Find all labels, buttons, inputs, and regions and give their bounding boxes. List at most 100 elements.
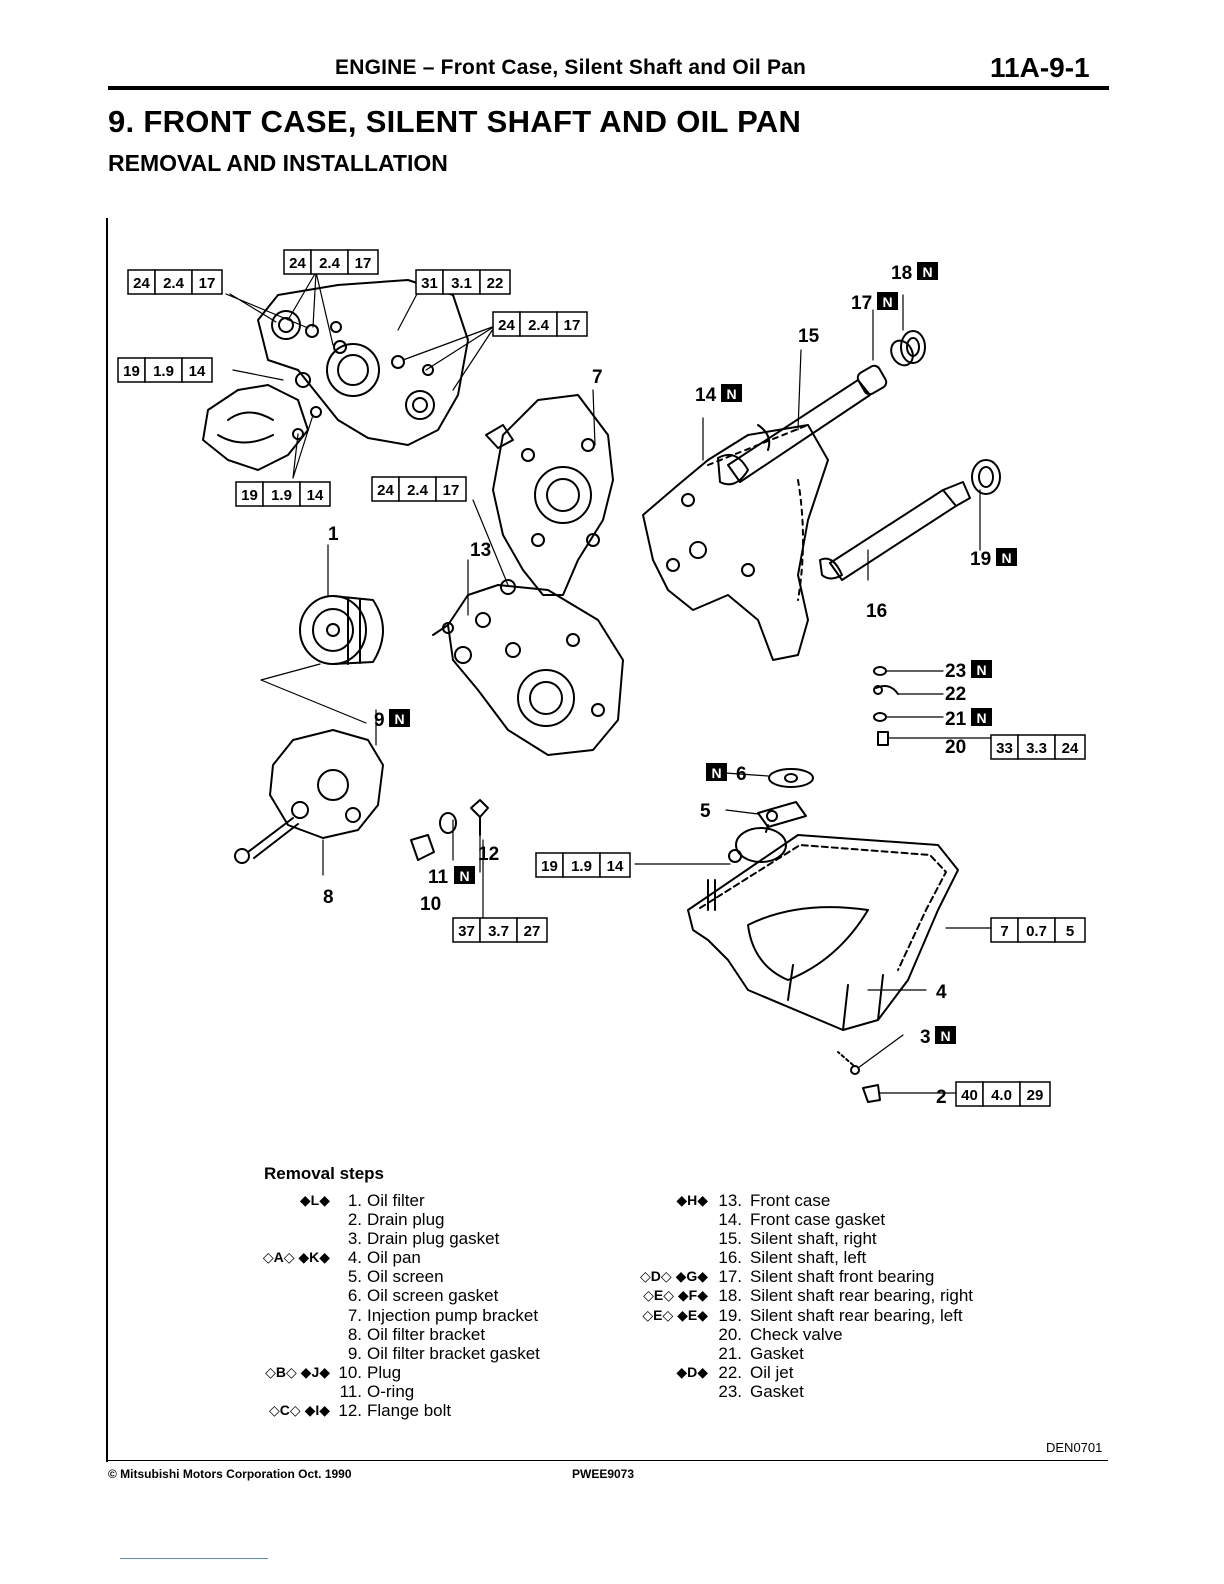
- header-rule: [108, 86, 1109, 90]
- new-part-mark-letter: N: [1001, 550, 1011, 566]
- removal-step: 15. Silent shaft, right: [640, 1229, 1020, 1248]
- torque-cell-border: [310, 249, 349, 275]
- removal-step: ◆H◆13.Front case: [640, 1191, 1020, 1210]
- step-number: 20.: [718, 1324, 742, 1344]
- new-part-mark-letter: N: [726, 386, 736, 402]
- part-callout: 2: [936, 1087, 947, 1108]
- step-symbol: ◆H◆: [676, 1192, 708, 1208]
- step-symbol: ◇E◇ ◆E◆: [642, 1306, 708, 1323]
- new-part-mark-letter: N: [711, 765, 721, 781]
- torque-cell-border: [154, 269, 193, 295]
- callout-number: 20: [945, 737, 966, 758]
- torque-cell-border: [299, 481, 331, 507]
- removal-step: ◇C◇ ◆I◆12.Flange bolt: [250, 1401, 590, 1420]
- part-callout: 1: [328, 524, 339, 545]
- torque-value: 22: [487, 275, 504, 292]
- step-text: Check valve: [750, 1324, 843, 1344]
- torque-value: 24: [377, 482, 394, 499]
- plug-oring-bolt-illustration: [410, 799, 489, 861]
- torque-value: 17: [355, 255, 372, 272]
- new-part-mark-letter: N: [976, 710, 986, 726]
- drain-plug-illustration: [837, 1051, 881, 1103]
- torque-cell-border: [479, 269, 511, 295]
- torque-value: 14: [307, 487, 324, 504]
- leader-lines: [225, 271, 992, 1094]
- step-number: 21.: [718, 1343, 742, 1363]
- step-symbol: ◆D◆: [676, 1363, 708, 1380]
- removal-step: ◇B◇ ◆J◆10.Plug: [250, 1363, 590, 1382]
- torque-cell-border: [516, 917, 548, 943]
- callout-number: 11: [428, 867, 449, 888]
- injection-pump-bracket-illustration: [485, 394, 614, 596]
- step-text: Gasket: [750, 1343, 804, 1363]
- callout-number: 12: [478, 844, 499, 865]
- exploded-parts-diagram: 242.417242.417313.122242.417191.914191.9…: [117, 249, 1086, 1108]
- step-text: Silent shaft rear bearing, left: [750, 1305, 963, 1325]
- part-callout: 22: [945, 684, 966, 705]
- oil-filter-bracket-illustration: [234, 729, 384, 864]
- torque-value: 37: [458, 923, 475, 940]
- removal-step: ◆L◆1.Oil filter: [250, 1191, 590, 1210]
- silent-shaft-left-illustration: [819, 459, 1001, 581]
- step-number: 15.: [718, 1229, 742, 1249]
- step-text: Oil screen: [367, 1267, 444, 1287]
- part-callout: 13: [470, 540, 491, 561]
- torque-value: 2.4: [528, 317, 550, 334]
- torque-cell-border: [1017, 917, 1056, 943]
- step-text: Oil jet: [750, 1362, 794, 1382]
- step-text: Silent shaft rear bearing, right: [750, 1286, 974, 1306]
- torque-value: 31: [421, 275, 438, 292]
- step-text: Drain plug gasket: [367, 1229, 500, 1249]
- figure-code: DEN0701: [1046, 1440, 1103, 1455]
- section-title: 9. FRONT CASE, SILENT SHAFT AND OIL PAN: [108, 104, 802, 139]
- torque-value: 4.0: [991, 1087, 1012, 1104]
- part-callout: 4: [936, 982, 947, 1003]
- step-symbol: ◇A◇ ◆K◆: [262, 1249, 330, 1266]
- step-number: 11.: [339, 1381, 362, 1401]
- step-number: 3.: [347, 1229, 362, 1249]
- torque-value: 27: [524, 923, 541, 940]
- torque-cell-border: [599, 852, 631, 878]
- torque-value: 2.4: [407, 482, 429, 499]
- removal-step: 3.Drain plug gasket: [250, 1229, 590, 1248]
- torque-value: 40: [961, 1087, 978, 1104]
- callout-number: 8: [323, 887, 334, 908]
- step-text: Drain plug: [367, 1210, 445, 1230]
- new-part-mark-letter: N: [882, 294, 892, 310]
- torque-value: 33: [996, 740, 1013, 757]
- silent-shaft-right-illustration: [717, 330, 926, 486]
- new-part-mark-icon: [996, 548, 1017, 566]
- step-number: 16.: [718, 1248, 742, 1268]
- torque-value: 0.7: [1026, 923, 1047, 940]
- callout-number: 15: [798, 326, 820, 347]
- part-callout: 12: [478, 844, 499, 865]
- new-part-mark-icon: [935, 1026, 956, 1044]
- callout-number: 16: [866, 601, 887, 622]
- torque-value: 3.3: [1026, 740, 1047, 757]
- removal-step: ◇E◇ ◆E◆19.Silent shaft rear bearing, lef…: [640, 1306, 1020, 1325]
- step-number: 18.: [718, 1286, 742, 1306]
- step-text: Oil screen gasket: [367, 1286, 499, 1306]
- step-number: 8.: [347, 1324, 362, 1344]
- figure-frame-bottom: [106, 1460, 1108, 1461]
- removal-step: 9.Oil filter bracket gasket: [250, 1344, 590, 1363]
- torque-value: 2.4: [319, 255, 341, 272]
- torque-value: 2.4: [163, 275, 185, 292]
- removal-step: 21. Gasket: [640, 1344, 1020, 1363]
- step-text: Silent shaft, right: [750, 1229, 877, 1249]
- step-text: Silent shaft, left: [750, 1248, 867, 1268]
- step-symbol: ◇B◇ ◆J◆: [265, 1363, 330, 1380]
- part-callout: 10: [420, 894, 441, 915]
- step-text: Plug: [367, 1362, 402, 1382]
- removal-step: ◇E◇ ◆F◆18.Silent shaft rear bearing, rig…: [640, 1286, 1020, 1305]
